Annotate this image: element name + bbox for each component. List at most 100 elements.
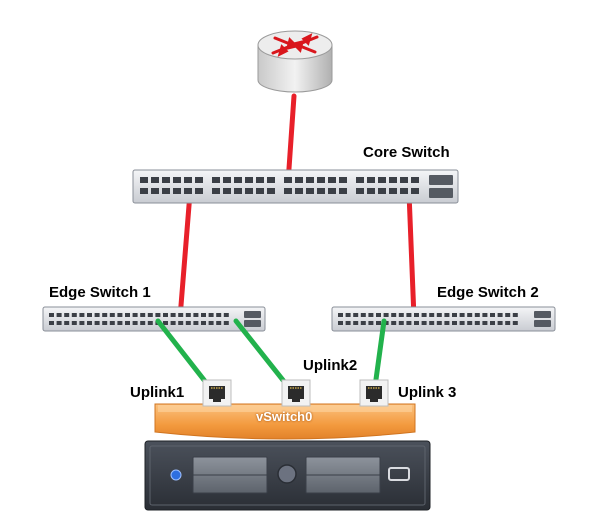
switch-port: [94, 313, 100, 317]
core-links: [177, 93, 417, 321]
switch-port: [328, 188, 336, 194]
core-edge1-link: [177, 190, 193, 321]
uplink2-label: Uplink2: [303, 357, 358, 374]
switch-port: [267, 188, 275, 194]
switch-port: [389, 177, 397, 183]
switch-port: [140, 177, 148, 183]
switch-port: [56, 313, 62, 317]
switch-port: [185, 321, 191, 325]
switch-port: [482, 321, 488, 325]
switch-port: [317, 188, 325, 194]
switch-port: [389, 188, 397, 194]
edge-switch-2-label: Edge Switch 2: [437, 284, 539, 301]
switch-port: [87, 321, 92, 325]
switch-port: [147, 313, 153, 317]
switch-port: [132, 321, 138, 325]
switch-port: [356, 177, 364, 183]
core-switch-label: Core Switch: [363, 144, 450, 161]
switch-port: [163, 321, 168, 325]
switch-port: [79, 313, 85, 317]
switch-port: [151, 177, 159, 183]
switch-port: [178, 313, 184, 317]
switch-port: [367, 188, 375, 194]
switch-port: [216, 321, 222, 325]
switch-port: [459, 321, 465, 325]
switch-port: [223, 313, 229, 317]
switch-port: [245, 177, 253, 183]
switch-port: [94, 321, 100, 325]
switch-port: [353, 321, 359, 325]
core-switch-icon: [132, 169, 459, 204]
switch-port: [429, 321, 435, 325]
switch-port: [444, 321, 450, 325]
switch-port: [284, 177, 292, 183]
switch-port: [414, 313, 419, 317]
switch-port: [376, 321, 381, 325]
switch-port: [421, 313, 427, 317]
switch-port: [339, 177, 347, 183]
switch-port: [178, 321, 184, 325]
switch-port: [87, 313, 92, 317]
switch-port: [436, 313, 442, 317]
switch-port: [459, 313, 465, 317]
switch-port: [162, 188, 170, 194]
switch-port: [306, 188, 314, 194]
switch-port: [147, 321, 153, 325]
switch-port: [398, 313, 404, 317]
switch-port: [512, 313, 518, 317]
switch-port: [391, 313, 397, 317]
switch-port: [223, 321, 229, 325]
switch-port: [391, 321, 397, 325]
switch-port: [376, 313, 381, 317]
switch-port: [71, 321, 77, 325]
switch-port: [109, 321, 115, 325]
nic-port-uplink1: [202, 379, 232, 407]
switch-port: [56, 321, 62, 325]
switch-port: [193, 321, 199, 325]
switch-port: [345, 313, 351, 317]
switch-port: [474, 313, 480, 317]
switch-port: [162, 177, 170, 183]
switch-port: [151, 188, 159, 194]
switch-port: [467, 313, 473, 317]
switch-port: [436, 321, 442, 325]
switch-port: [195, 188, 203, 194]
switch-port: [223, 177, 231, 183]
switch-port: [467, 321, 473, 325]
switch-port: [185, 313, 191, 317]
switch-port: [163, 313, 168, 317]
switch-port: [201, 313, 206, 317]
switch-port: [117, 321, 123, 325]
switch-port: [306, 177, 314, 183]
router-icon: [257, 30, 333, 93]
switch-port: [497, 313, 503, 317]
switch-port: [170, 321, 176, 325]
switch-port: [490, 321, 495, 325]
switch-port: [295, 177, 303, 183]
switch-port: [328, 177, 336, 183]
switch-port: [353, 313, 359, 317]
switch-port: [421, 321, 427, 325]
switch-port: [429, 313, 435, 317]
switch-port: [474, 321, 480, 325]
switch-port: [49, 313, 54, 317]
switch-port: [398, 321, 404, 325]
switch-port: [360, 313, 366, 317]
edge-switch-1-label: Edge Switch 1: [49, 284, 151, 301]
switch-port: [482, 313, 488, 317]
switch-port: [170, 313, 176, 317]
server-icon: [144, 440, 431, 511]
switch-port: [140, 188, 148, 194]
power-led-icon: [170, 469, 182, 481]
switch-port: [400, 188, 408, 194]
switch-port: [71, 313, 77, 317]
switch-port: [216, 313, 222, 317]
uplink3-label: Uplink 3: [398, 384, 457, 401]
switch-port: [234, 188, 242, 194]
switch-port: [345, 321, 351, 325]
switch-port: [184, 188, 192, 194]
edge-switch-2-icon: [331, 306, 556, 332]
switch-port: [452, 321, 457, 325]
switch-port: [490, 313, 495, 317]
